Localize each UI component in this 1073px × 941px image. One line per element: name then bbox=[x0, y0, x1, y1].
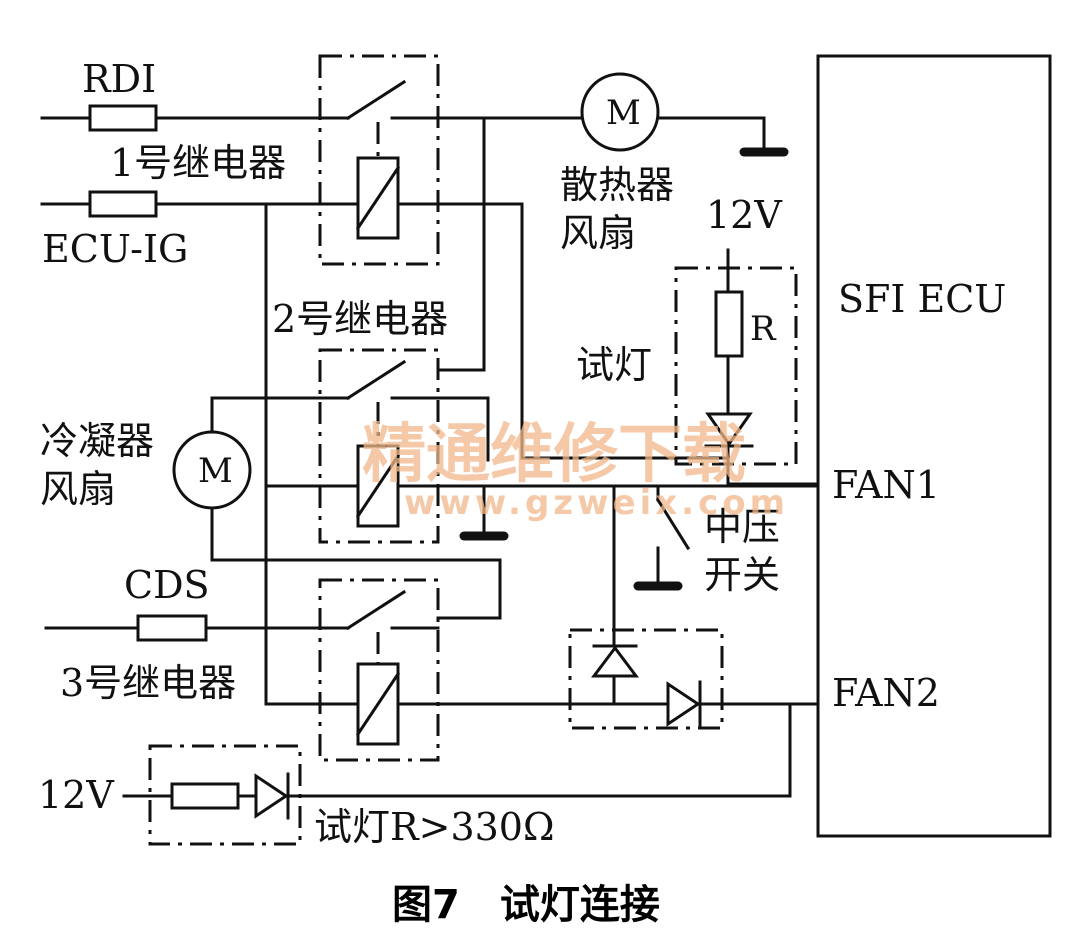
radiator-fan-motor bbox=[580, 72, 660, 152]
relay-3-switch bbox=[345, 589, 407, 631]
bottom-test-lamp-diode bbox=[254, 773, 289, 819]
bottom-test-lamp-resistor bbox=[170, 782, 240, 810]
radiator-fan-label-1: 散热器 bbox=[560, 163, 674, 207]
cds-fuse bbox=[136, 614, 208, 642]
resistor-r-label: R bbox=[750, 309, 777, 349]
sfi-ecu-label: SFI ECU bbox=[838, 277, 1006, 321]
relay-2 bbox=[318, 348, 490, 544]
v12-top-label: 12V bbox=[706, 193, 782, 237]
relay-1-switch bbox=[345, 79, 407, 121]
rdi-label: RDI bbox=[82, 57, 156, 101]
watermark-text: 精通维修下载 bbox=[362, 418, 746, 492]
relay-3-label: 3号继电器 bbox=[60, 661, 236, 705]
test-lamp-diode-top bbox=[705, 412, 753, 447]
relay-2-switch bbox=[345, 359, 407, 401]
radiator-motor-letter: M bbox=[606, 93, 641, 133]
relay-1 bbox=[318, 54, 440, 266]
rdi-fuse bbox=[88, 104, 158, 132]
watermark-url: www.gzweix.com bbox=[404, 483, 789, 523]
test-lamp-label: 试灯 bbox=[576, 343, 652, 387]
condenser-motor-letter: M bbox=[198, 451, 233, 491]
figure-caption: 图7 试灯连接 bbox=[392, 882, 660, 928]
diode-pair-frame bbox=[568, 628, 724, 730]
test-lamp-spec-label: 试灯R>330Ω bbox=[314, 805, 555, 849]
relay-2-frame bbox=[318, 348, 440, 544]
relay-2-label: 2号继电器 bbox=[272, 297, 448, 341]
condenser-fan-label-1: 冷凝器 bbox=[40, 419, 154, 463]
medium-pressure-switch bbox=[655, 497, 691, 551]
radiator-fan-label-2: 风扇 bbox=[560, 211, 636, 255]
fan2-label: FAN2 bbox=[832, 671, 940, 715]
test-lamp-frame-top bbox=[674, 266, 798, 466]
relay-3-frame bbox=[318, 578, 440, 762]
sfi-ecu-box bbox=[816, 54, 1052, 838]
condenser-fan-label-2: 风扇 bbox=[40, 467, 116, 511]
relay-3 bbox=[318, 578, 440, 762]
relay-1-label: 1号继电器 bbox=[110, 141, 286, 185]
diode-up bbox=[591, 645, 639, 678]
ecu-ig-label: ECU-IG bbox=[42, 227, 188, 271]
relay-1-frame bbox=[318, 54, 440, 266]
diode-right bbox=[666, 681, 701, 727]
fan1-label: FAN1 bbox=[832, 463, 940, 507]
ecu-ig-fuse bbox=[88, 190, 158, 218]
medium-pressure-label-2: 开关 bbox=[704, 553, 780, 597]
cds-label: CDS bbox=[124, 563, 210, 607]
test-lamp-resistor bbox=[714, 290, 744, 358]
medium-pressure-label-1: 中压 bbox=[704, 505, 780, 549]
v12-bottom-label: 12V bbox=[38, 773, 114, 817]
